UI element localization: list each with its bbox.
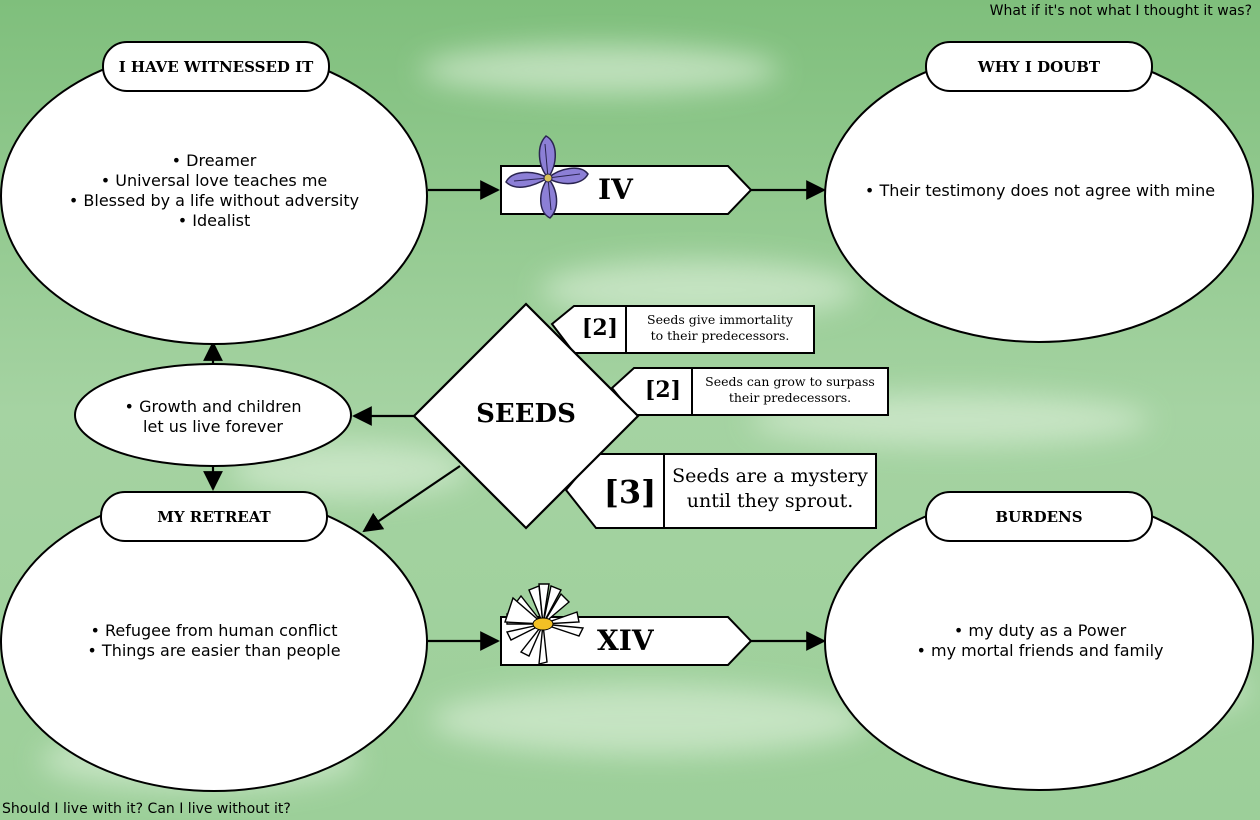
seed-note-3-text: Seeds are a mystery until they sprout. <box>664 464 876 513</box>
growth-ellipse <box>74 363 352 467</box>
list-item: • Idealist <box>177 211 251 230</box>
doubt-list: • Their testimony does not agree with mi… <box>840 181 1240 201</box>
note-line: to their predecessors. <box>650 328 790 344</box>
seeds-label: SEEDS <box>476 399 576 429</box>
note-line: their predecessors. <box>728 390 852 406</box>
list-item: • Their testimony does not agree with mi… <box>864 181 1216 200</box>
witnessed-title: I HAVE WITNESSED IT <box>118 58 314 76</box>
corner-question-top-right: What if it's not what I thought it was? <box>989 3 1252 19</box>
purple-clematis-flower <box>505 135 589 219</box>
seed-note-2-text: Seeds can grow to surpass their predeces… <box>692 374 888 407</box>
card-iv-numeral: IV <box>598 173 633 206</box>
retreat-list: • Refugee from human conflict • Things a… <box>40 621 388 661</box>
list-item: • Refugee from human conflict <box>90 621 338 640</box>
seed-note-3-tag: [3] <box>603 473 657 511</box>
seed-note-2-tag: [2] <box>644 377 682 403</box>
note-line: Seeds can grow to surpass <box>705 374 875 389</box>
list-item: • my duty as a Power <box>953 621 1127 640</box>
retreat-title-pill <box>100 491 328 542</box>
seed-note-1-tag: [2] <box>581 315 619 341</box>
seed-note-1-text: Seeds give immortality to their predeces… <box>626 312 814 345</box>
witnessed-title-pill <box>102 41 330 92</box>
note-line: Seeds give immortality <box>647 312 793 327</box>
burdens-title-pill <box>925 491 1153 542</box>
witnessed-list: • Dreamer • Universal love teaches me • … <box>40 151 388 231</box>
corner-question-bottom-left: Should I live with it? Can I live withou… <box>2 801 291 817</box>
white-daisy-flower <box>504 583 585 665</box>
seeds-diamond <box>412 302 640 530</box>
note-line: Seeds are a mystery <box>672 465 868 487</box>
list-item: • Things are easier than people <box>87 641 341 660</box>
retreat-title: MY RETREAT <box>157 508 271 526</box>
doubt-title: WHY I DOUBT <box>977 58 1101 76</box>
list-item: let us live forever <box>143 417 283 436</box>
burdens-list: • my duty as a Power • my mortal friends… <box>860 621 1220 661</box>
list-item: • my mortal friends and family <box>916 641 1164 660</box>
arrow-seeds-to-retreat <box>362 465 461 533</box>
note-line: until they sprout. <box>686 489 854 512</box>
list-item: • Growth and children <box>124 397 302 416</box>
growth-list: • Growth and children let us live foreve… <box>86 397 340 437</box>
burdens-title: BURDENS <box>995 508 1083 526</box>
list-item: • Dreamer <box>171 151 257 170</box>
card-xiv-numeral: XIV <box>597 624 654 657</box>
list-item: • Blessed by a life without adversity <box>68 191 360 210</box>
doubt-title-pill <box>925 41 1153 92</box>
list-item: • Universal love teaches me <box>100 171 328 190</box>
